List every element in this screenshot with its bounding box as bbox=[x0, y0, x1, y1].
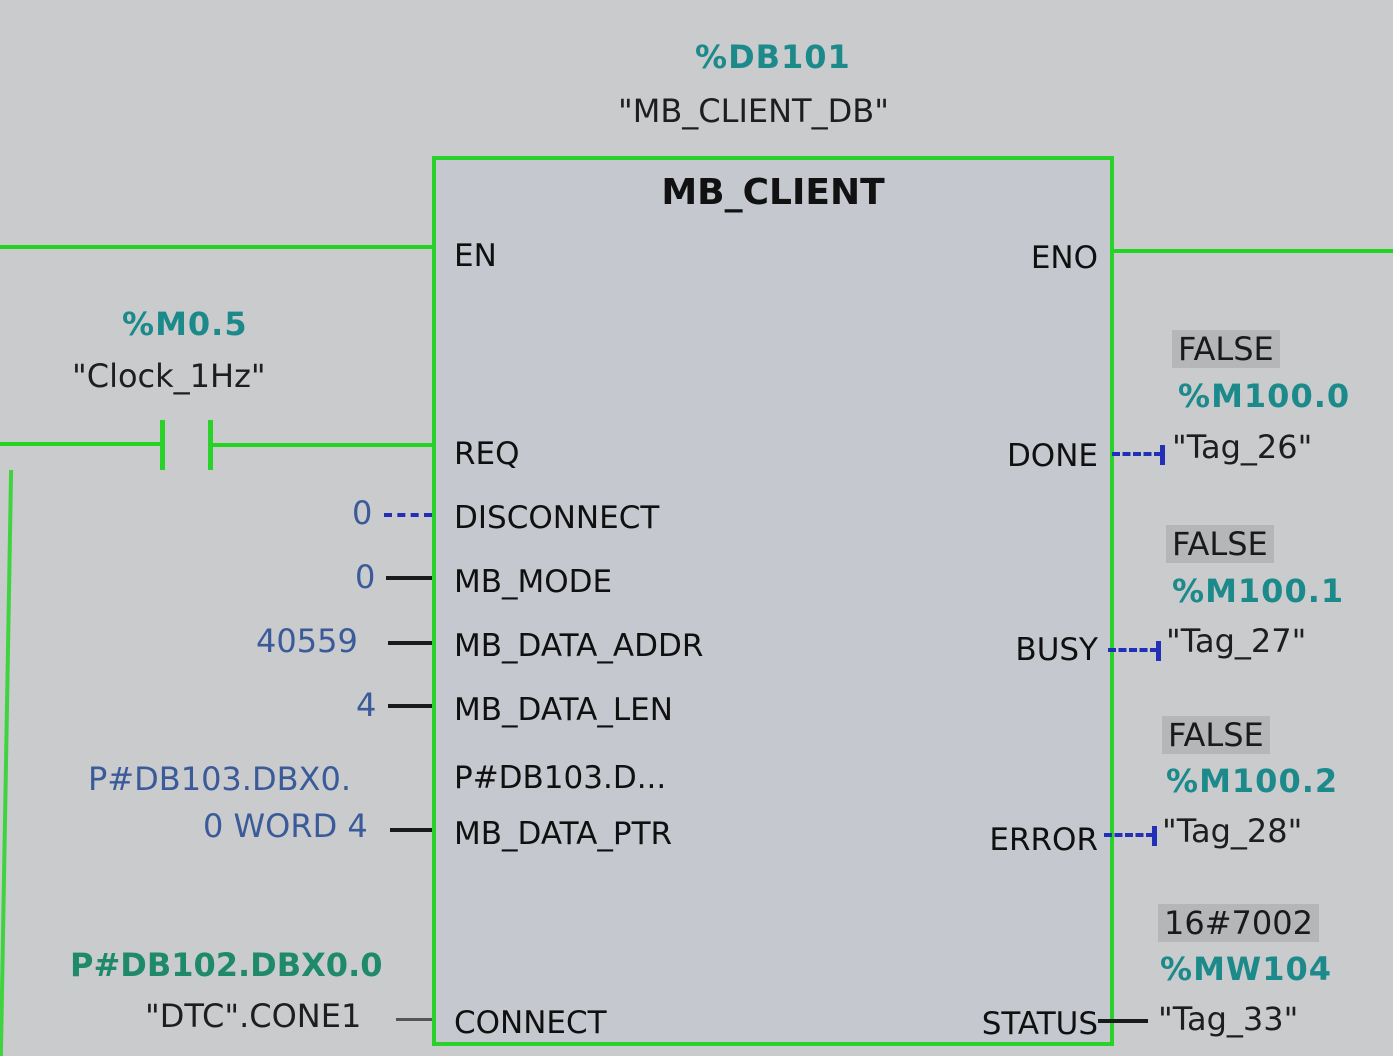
pin-mb-data-len: MB_DATA_LEN bbox=[454, 692, 673, 728]
pin-mb-mode: MB_MODE bbox=[454, 564, 613, 600]
busy-monitor-value: FALSE bbox=[1166, 525, 1274, 563]
contact-left-bar[interactable] bbox=[160, 420, 165, 470]
req-contact-symbol[interactable]: "Clock_1Hz" bbox=[72, 357, 266, 395]
mb-data-addr-wire bbox=[388, 641, 434, 645]
mb-mode-wire bbox=[386, 576, 434, 580]
busy-symbol[interactable]: "Tag_27" bbox=[1166, 622, 1307, 660]
pin-status: STATUS bbox=[981, 1006, 1098, 1042]
busy-wire bbox=[1108, 648, 1158, 652]
connect-address[interactable]: P#DB102.DBX0.0 bbox=[70, 946, 383, 984]
block-title: MB_CLIENT bbox=[661, 172, 885, 213]
mb-data-len-value[interactable]: 4 bbox=[356, 686, 377, 724]
pin-en: EN bbox=[454, 238, 497, 274]
mb-data-ptr-monitor: P#DB103.D... bbox=[454, 760, 667, 796]
pin-mb-data-addr: MB_DATA_ADDR bbox=[454, 628, 704, 664]
busy-address[interactable]: %M100.1 bbox=[1172, 572, 1345, 610]
mb-data-ptr-value-line2[interactable]: 0 WORD 4 bbox=[203, 807, 368, 845]
done-symbol[interactable]: "Tag_26" bbox=[1172, 428, 1313, 466]
contact-right-bar[interactable] bbox=[208, 420, 213, 470]
error-wire bbox=[1104, 833, 1154, 837]
mb-mode-value[interactable]: 0 bbox=[355, 558, 376, 596]
pin-disconnect: DISCONNECT bbox=[454, 500, 660, 536]
mb-data-addr-value[interactable]: 40559 bbox=[256, 622, 358, 660]
done-wire bbox=[1112, 452, 1162, 456]
req-wire-right bbox=[212, 443, 434, 447]
left-power-rail bbox=[0, 470, 14, 1056]
req-wire-left bbox=[0, 442, 164, 446]
disconnect-value[interactable]: 0 bbox=[352, 494, 373, 532]
pin-done: DONE bbox=[1006, 438, 1098, 474]
connect-wire bbox=[396, 1018, 434, 1021]
busy-coil-end bbox=[1156, 641, 1161, 661]
status-address[interactable]: %MW104 bbox=[1160, 950, 1332, 988]
disconnect-wire bbox=[384, 513, 432, 517]
instance-db-address[interactable]: %DB101 bbox=[695, 38, 851, 76]
req-contact-address[interactable]: %M0.5 bbox=[122, 305, 248, 343]
en-wire bbox=[0, 245, 434, 249]
done-coil-end bbox=[1160, 445, 1165, 465]
instance-db-name[interactable]: "MB_CLIENT_DB" bbox=[618, 92, 889, 130]
done-monitor-value: FALSE bbox=[1172, 330, 1280, 368]
pin-req: REQ bbox=[454, 436, 520, 472]
error-monitor-value: FALSE bbox=[1162, 716, 1270, 754]
mb-client-block[interactable]: MB_CLIENT EN REQ DISCONNECT MB_MODE MB_D… bbox=[432, 156, 1114, 1046]
status-monitor-value: 16#7002 bbox=[1158, 904, 1319, 942]
mb-data-ptr-value-line1[interactable]: P#DB103.DBX0. bbox=[88, 760, 351, 798]
connect-symbol[interactable]: "DTC".CONE1 bbox=[145, 997, 362, 1035]
pin-busy: BUSY bbox=[1015, 632, 1098, 668]
error-coil-end bbox=[1152, 826, 1157, 846]
mb-data-ptr-wire bbox=[390, 828, 434, 832]
status-symbol[interactable]: "Tag_33" bbox=[1158, 1000, 1299, 1038]
mb-data-len-wire bbox=[388, 704, 434, 708]
pin-mb-data-ptr: MB_DATA_PTR bbox=[454, 816, 673, 852]
error-address[interactable]: %M100.2 bbox=[1166, 762, 1339, 800]
status-wire bbox=[1098, 1019, 1148, 1023]
eno-wire bbox=[1112, 249, 1393, 253]
pin-connect: CONNECT bbox=[454, 1005, 607, 1041]
pin-error: ERROR bbox=[989, 822, 1098, 858]
pin-eno: ENO bbox=[1030, 240, 1098, 276]
error-symbol[interactable]: "Tag_28" bbox=[1162, 812, 1303, 850]
done-address[interactable]: %M100.0 bbox=[1178, 377, 1351, 415]
